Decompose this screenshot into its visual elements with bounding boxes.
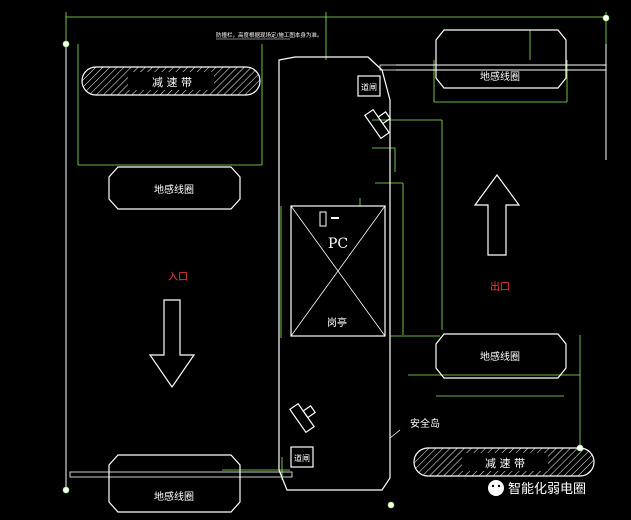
barrier-label: 道闸 (361, 82, 377, 92)
loop-label: 地感线圈 (480, 70, 520, 83)
ground-loop-right-lower: 地感线圈 (435, 333, 567, 379)
barrier-arm-top (379, 64, 607, 71)
barrier-gate-top: 道闸 (357, 75, 381, 97)
ground-loop-right-upper: 地感线圈 (435, 29, 567, 89)
note-text: 防撞栏，高度根据现场定/施工图本身为准。 (216, 31, 322, 39)
safety-island-label: 安全岛 (410, 417, 440, 430)
speed-bump-label: 减 速 带 (485, 457, 525, 470)
watermark: 智能化弱电圈 (488, 480, 586, 497)
watermark-text: 智能化弱电圈 (508, 482, 586, 497)
barrier-label: 道闸 (294, 453, 310, 463)
card-dispenser-bottom (289, 402, 317, 434)
guard-booth (290, 205, 386, 337)
loop-label: 地感线圈 (480, 350, 520, 363)
exit-arrow (473, 173, 521, 256)
pc-label: PC (328, 236, 348, 252)
barrier-arm-bottom (69, 471, 293, 478)
exit-label: 出口 (490, 280, 510, 293)
barrier-gate-bottom: 道闸 (290, 446, 314, 468)
ground-loop-left-lower: 地感线圈 (108, 454, 241, 513)
card-dispenser-top (364, 108, 392, 140)
entrance-arrow (148, 299, 196, 389)
speed-bump-top-left: 减 速 带 (81, 66, 261, 96)
booth-label: 岗亭 (327, 316, 347, 329)
ground-loop-left-upper: 地感线圈 (108, 166, 241, 210)
speed-bump-label: 减 速 带 (152, 76, 192, 89)
road-boundaries (65, 44, 607, 490)
dimension-lines (65, 12, 607, 480)
central-island (278, 56, 391, 491)
loop-label: 地感线圈 (154, 490, 194, 503)
loop-label: 地感线圈 (154, 183, 194, 196)
speed-bump-bottom-right: 减 速 带 (413, 447, 595, 477)
entrance-label: 入口 (168, 272, 188, 283)
